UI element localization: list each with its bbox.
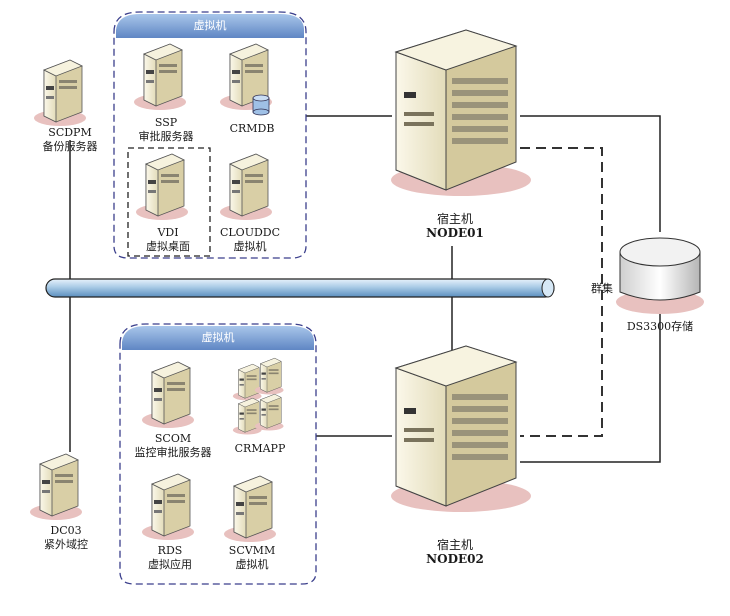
clouddc-desc: 虚拟机 bbox=[233, 240, 267, 253]
scdpm-name: SCDPM bbox=[48, 126, 92, 139]
vdi-label: VDI 虚拟桌面 bbox=[118, 226, 218, 254]
vdi-desc: 虚拟桌面 bbox=[146, 240, 190, 253]
clouddc-name: CLOUDDC bbox=[219, 226, 281, 239]
rds-server-icon bbox=[141, 473, 195, 541]
clouddc-server-icon bbox=[219, 153, 273, 221]
clouddc-label: CLOUDDC 虚拟机 bbox=[200, 226, 300, 254]
rds-name: RDS bbox=[157, 544, 183, 557]
node02-label: 宿主机 NODE02 bbox=[400, 538, 510, 566]
dc03-desc: 紧外域控 bbox=[44, 538, 88, 551]
vdi-name: VDI bbox=[157, 226, 179, 239]
storage-icon bbox=[616, 237, 704, 314]
vm-group-top-title: 虚拟机 bbox=[193, 19, 227, 32]
ssp-label: SSP 审批服务器 bbox=[116, 116, 216, 144]
vdi-server-icon bbox=[135, 153, 189, 221]
crmapp-label: CRMAPP bbox=[210, 442, 310, 456]
scom-desc: 监控审批服务器 bbox=[134, 446, 212, 459]
ssp-server-icon bbox=[133, 43, 187, 111]
network-bus bbox=[45, 278, 555, 298]
scom-name: SCOM bbox=[154, 432, 192, 445]
dc03-label: DC03 紧外域控 bbox=[16, 524, 116, 552]
node02-server-icon bbox=[390, 345, 532, 513]
node01-server-icon bbox=[390, 29, 532, 197]
node02-name: NODE02 bbox=[426, 552, 484, 566]
cluster-heartbeat-lines bbox=[520, 147, 603, 437]
cluster-label: 群集 bbox=[591, 282, 613, 295]
scdpm-label: SCDPM 备份服务器 bbox=[20, 126, 120, 154]
scdpm-desc: 备份服务器 bbox=[42, 140, 98, 153]
storage-label: DS3300存储 bbox=[626, 320, 694, 333]
scvmm-name: SCVMM bbox=[228, 544, 276, 557]
scom-label: SCOM 监控审批服务器 bbox=[118, 432, 228, 460]
scom-server-icon bbox=[141, 361, 195, 429]
vm-group-top bbox=[113, 11, 307, 259]
crmapp-server-cluster-icon bbox=[232, 357, 284, 435]
node01-role: 宿主机 bbox=[436, 212, 473, 226]
node01-label: 宿主机 NODE01 bbox=[400, 212, 510, 240]
node01-storage-link bbox=[520, 115, 661, 232]
vm-group-bottom-title: 虚拟机 bbox=[201, 331, 235, 344]
scvmm-label: SCVMM 虚拟机 bbox=[202, 544, 302, 572]
rds-label: RDS 虚拟应用 bbox=[120, 544, 220, 572]
scvmm-server-icon bbox=[223, 475, 277, 543]
vm-group-bottom bbox=[119, 323, 317, 585]
node02-storage-link bbox=[520, 300, 661, 463]
node02-role: 宿主机 bbox=[436, 538, 473, 552]
dc03-server-icon bbox=[29, 453, 83, 521]
rds-desc: 虚拟应用 bbox=[148, 558, 192, 571]
scvmm-desc: 虚拟机 bbox=[235, 558, 269, 571]
scdpm-server-icon bbox=[33, 59, 87, 127]
dc03-name: DC03 bbox=[50, 524, 82, 537]
crmdb-label: CRMDB bbox=[202, 122, 302, 136]
connection-lines bbox=[69, 115, 661, 463]
ssp-name: SSP bbox=[154, 116, 178, 129]
ssp-desc: 审批服务器 bbox=[138, 130, 194, 143]
crmdb-name: CRMDB bbox=[229, 122, 275, 135]
database-icon bbox=[252, 94, 270, 116]
node01-name: NODE01 bbox=[426, 226, 484, 240]
crmapp-name: CRMAPP bbox=[234, 442, 286, 455]
